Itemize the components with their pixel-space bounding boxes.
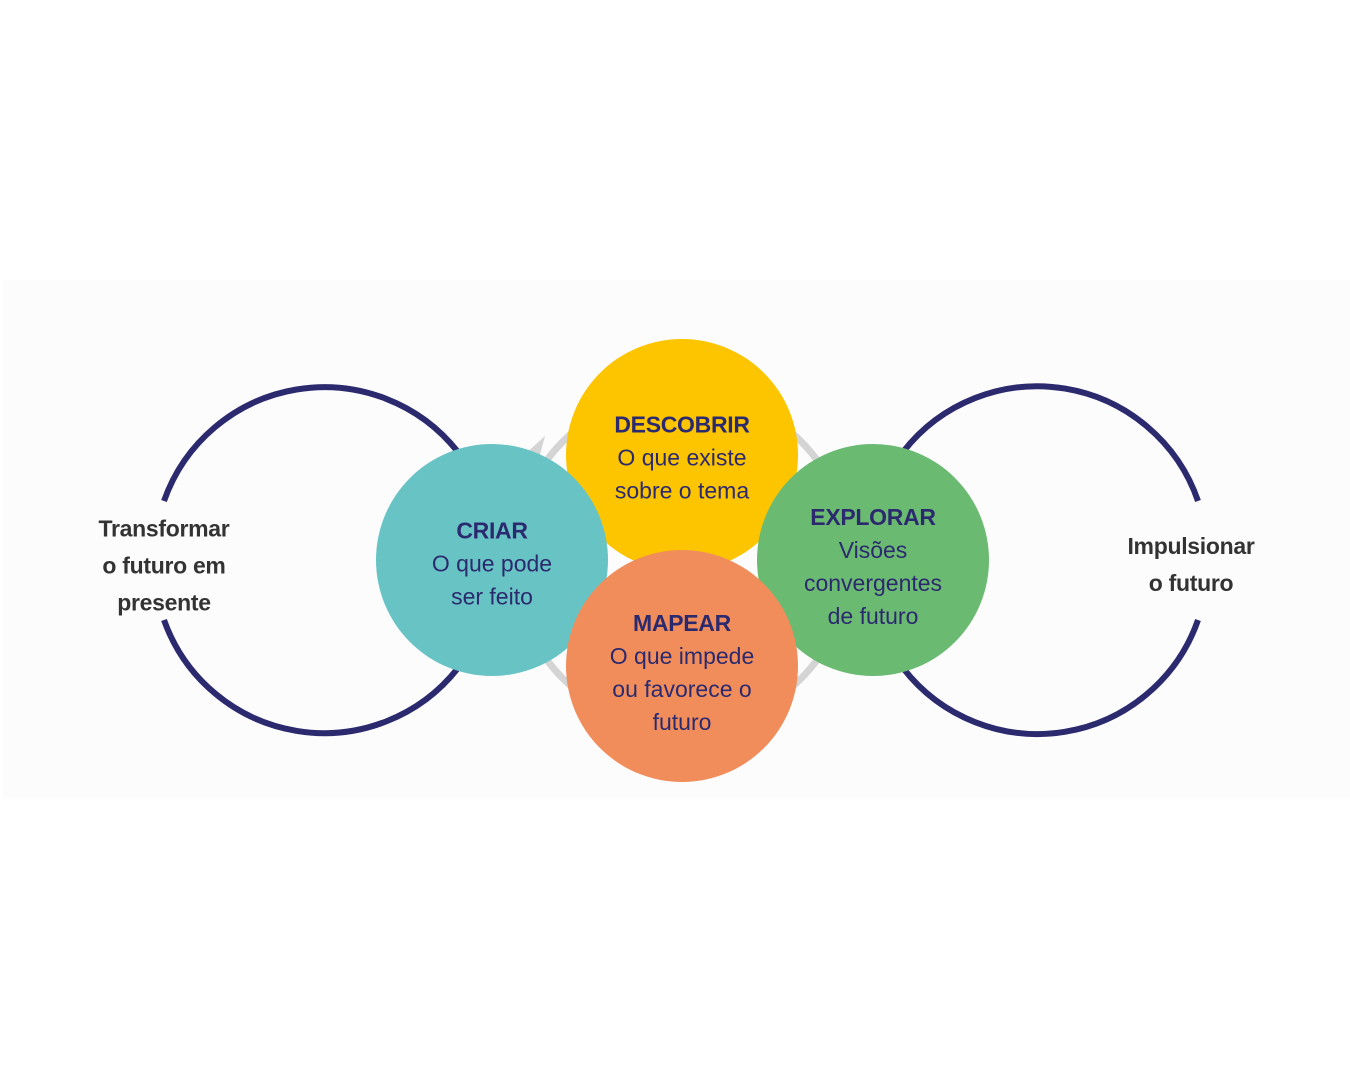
explorar-title: EXPLORAR (810, 504, 936, 530)
explorar-circle (757, 444, 989, 676)
criar-circle (376, 444, 608, 676)
criar-text: CRIAR O que pode ser feito (432, 515, 552, 614)
descobrir-desc: O que existe sobre o tema (614, 444, 750, 504)
right-label: Impulsionar o futuro (1127, 533, 1255, 596)
left-label: Transformar o futuro em presente (98, 515, 230, 616)
explorar-text: EXPLORAR Visões convergentes de futuro (804, 501, 942, 633)
criar-title: CRIAR (456, 517, 528, 544)
descobrir-text: DESCOBRIR O que existe sobre o tema (614, 409, 750, 508)
mapear-text: MAPEAR O que impede ou favorece o futuro (610, 607, 754, 739)
mapear-title: MAPEAR (633, 610, 731, 636)
left-ring-top-arc (161, 384, 461, 502)
explorar-desc: Visões convergentes de futuro (803, 537, 943, 629)
mapear-circle (566, 550, 798, 782)
descobrir-circle (566, 339, 798, 571)
right-ring-top-arc (900, 383, 1201, 502)
mapear-desc: O que impede ou favorece o futuro (609, 643, 755, 735)
criar-desc: O que pode ser feito (431, 550, 553, 610)
descobrir-title: DESCOBRIR (614, 411, 750, 438)
left-ring-bottom-arc (161, 618, 461, 737)
right-ring-bottom-arc (900, 619, 1201, 737)
